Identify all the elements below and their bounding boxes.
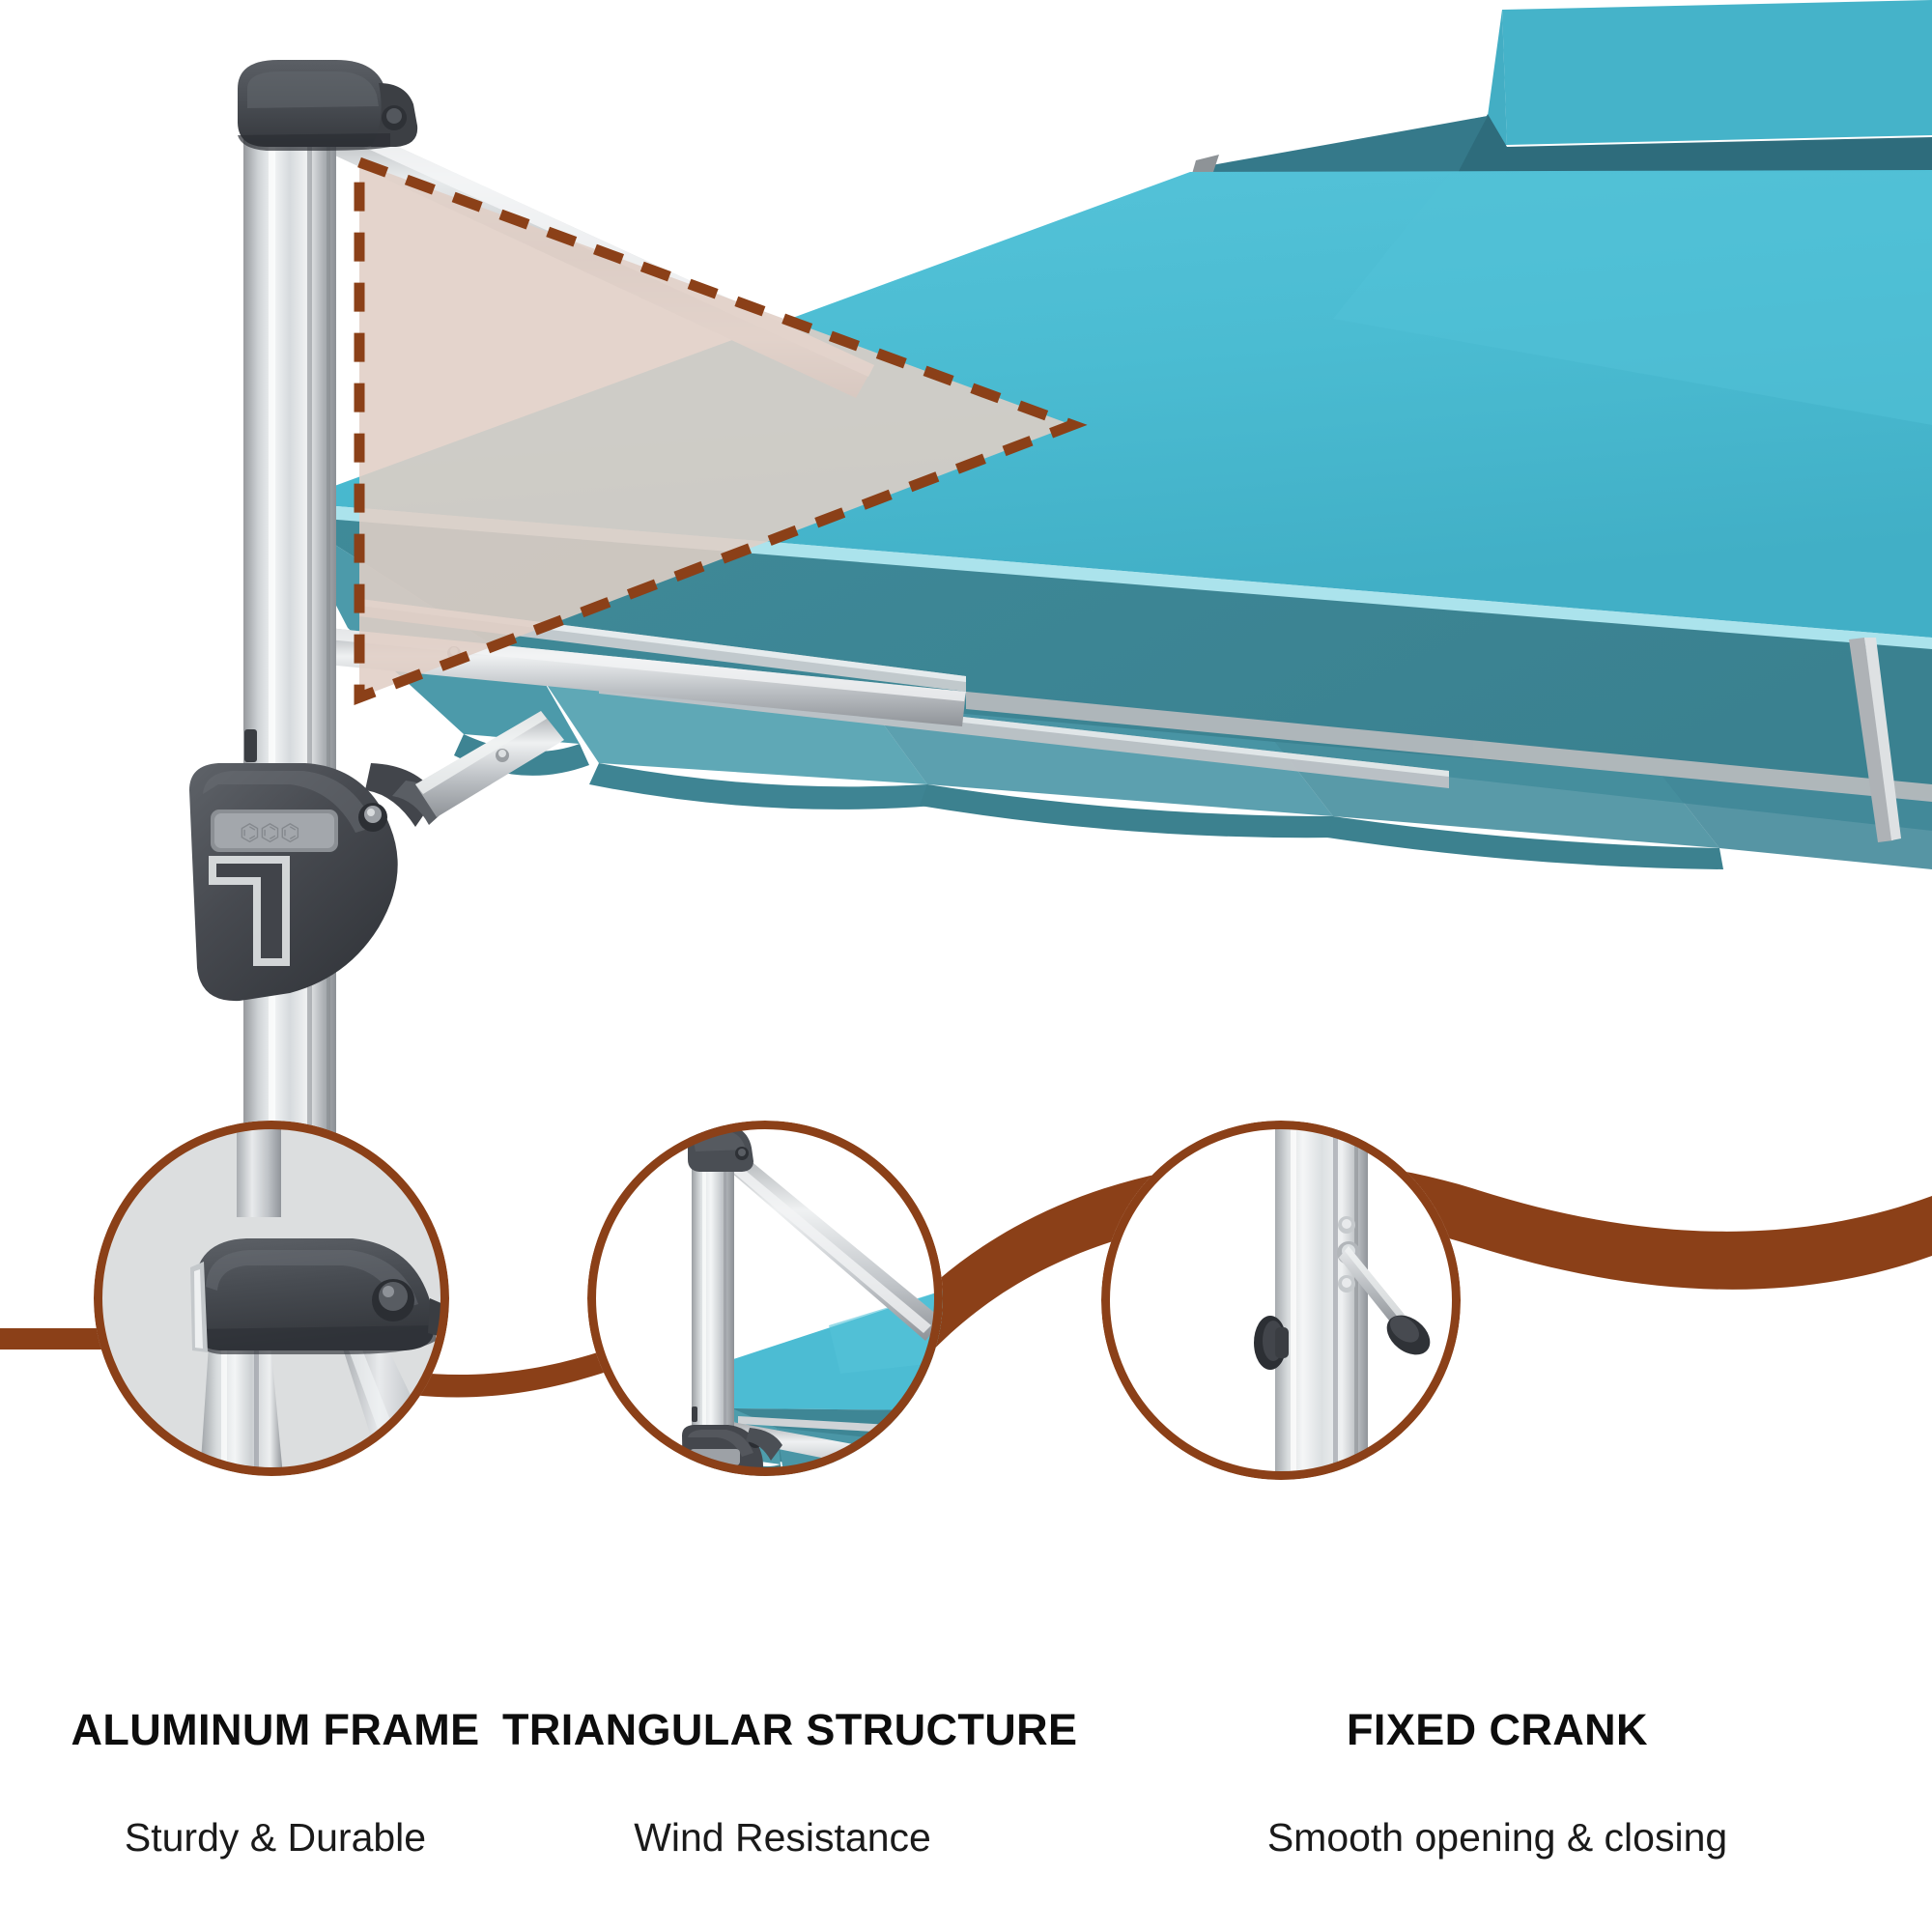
feature-subtitle-aluminum-frame: Sturdy & Durable [124,1815,427,1860]
feature-title-triangular-structure: TRIANGULAR STRUCTURE [502,1705,1078,1754]
feature-caption-fixed-crank: FIXED CRANK Smooth opening & closing [1063,1705,1932,1861]
svg-text:⌬⌬⌬: ⌬⌬⌬ [240,820,300,846]
product-hero-image: ⌬⌬⌬ [189,0,1932,1159]
feature-title-aluminum-frame: ALUMINUM FRAME [71,1705,480,1754]
detail-circle-triangular-structure [587,1121,943,1476]
feature-caption-triangular-structure: TRIANGULAR STRUCTURE Wind Resistance [502,1705,1078,1861]
feature-subtitle-fixed-crank: Smooth opening & closing [1266,1815,1728,1860]
detail-circle-aluminum-frame [94,1121,449,1476]
feature-title-fixed-crank: FIXED CRANK [1347,1705,1648,1754]
feature-caption-aluminum-frame: ALUMINUM FRAME Sturdy & Durable [0,1705,551,1861]
detail-circle-fixed-crank [1101,1121,1461,1480]
feature-subtitle-triangular-structure: Wind Resistance [634,1815,931,1860]
